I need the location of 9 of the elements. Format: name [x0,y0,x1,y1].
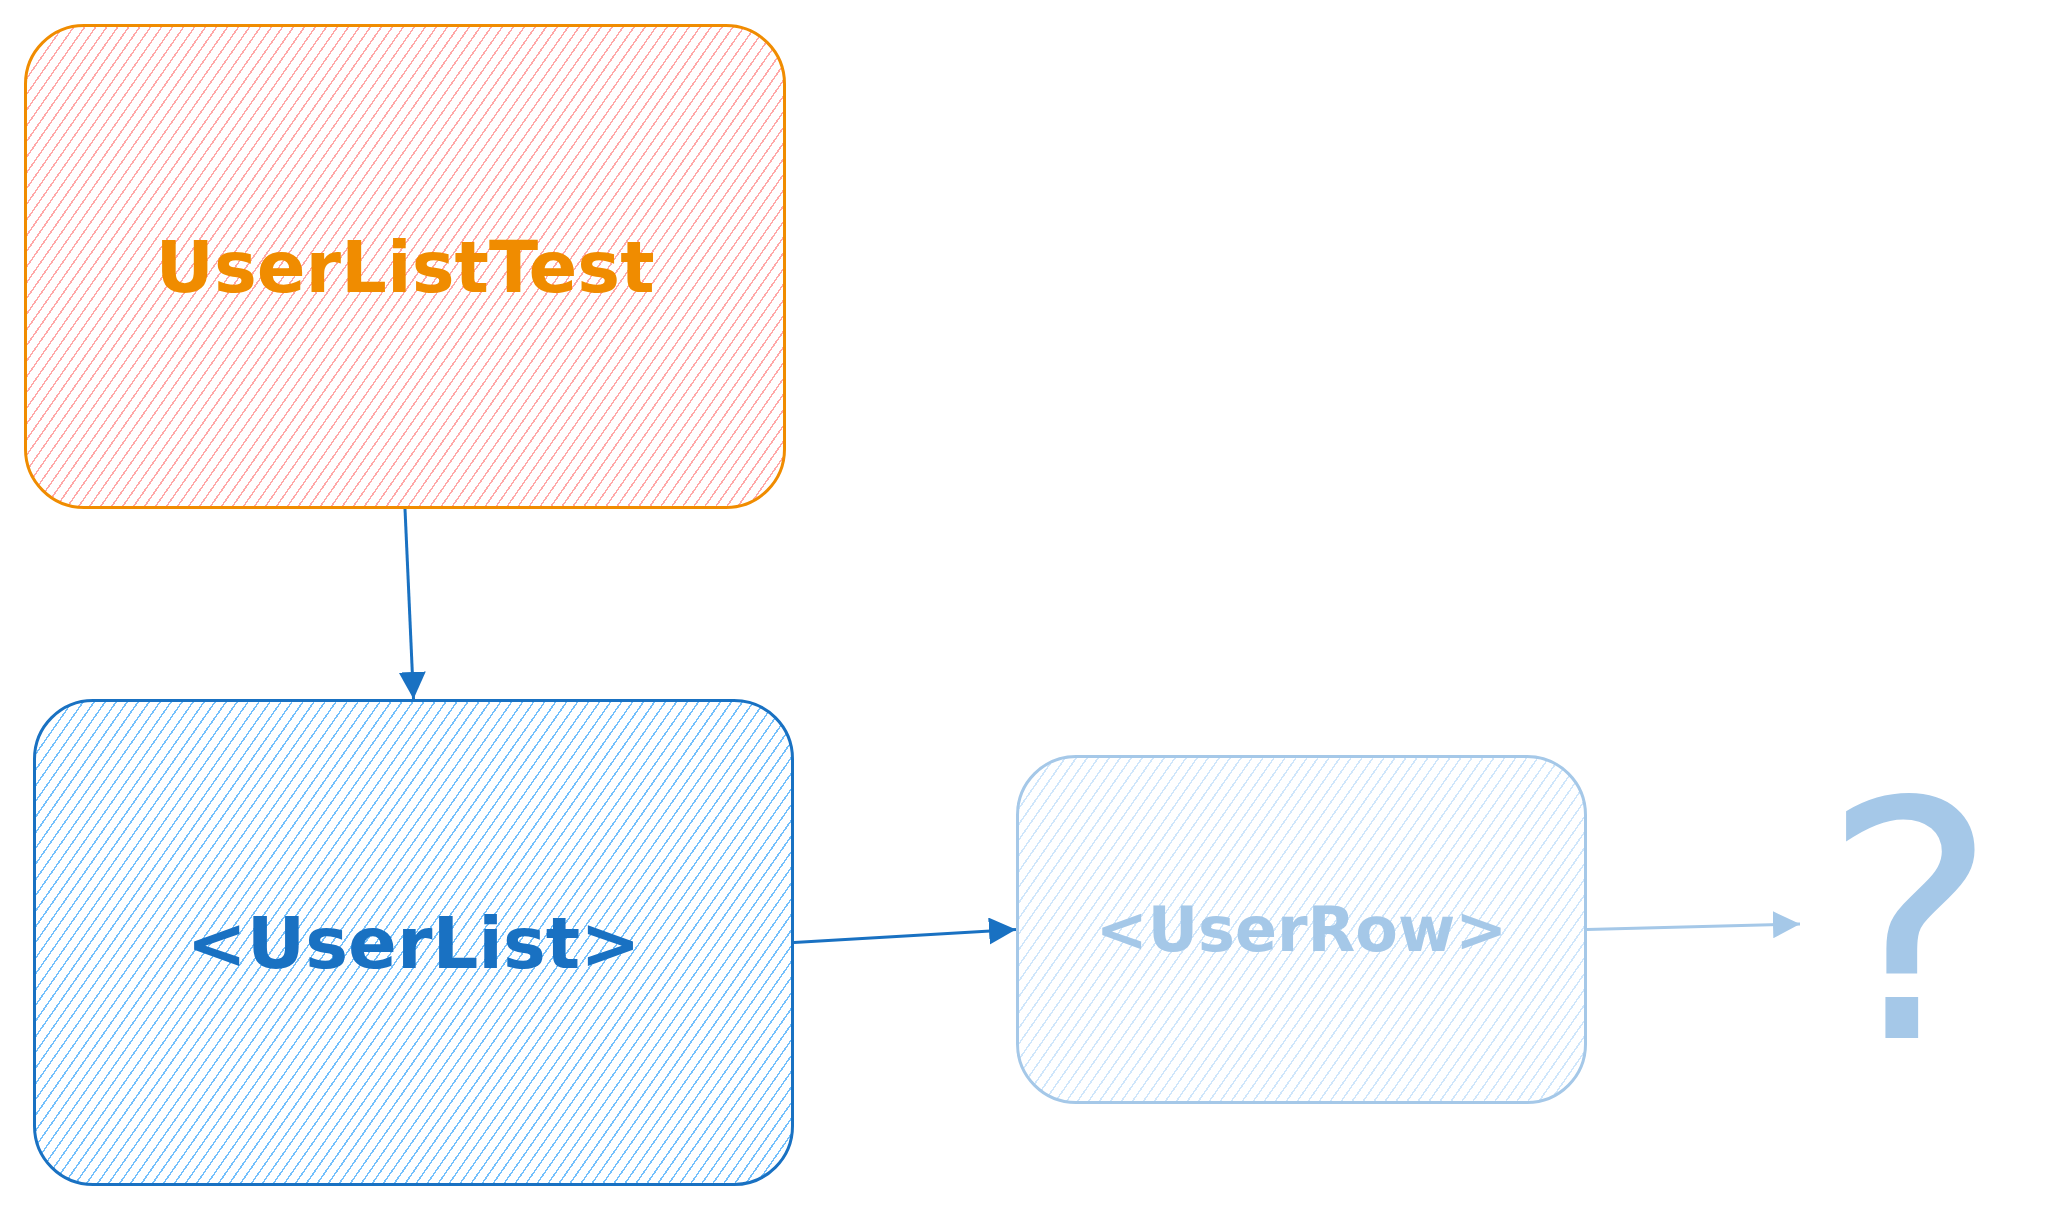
component-box [1016,755,1587,1104]
component-name: UserListTest [155,224,655,309]
test-box [24,24,786,509]
component-box [33,699,794,1186]
question-mark: ? [1822,732,1998,1116]
arrow [1586,911,1801,939]
arrow [793,917,1017,945]
component-name: <UserRow> [1095,893,1508,966]
arrow [398,508,426,700]
